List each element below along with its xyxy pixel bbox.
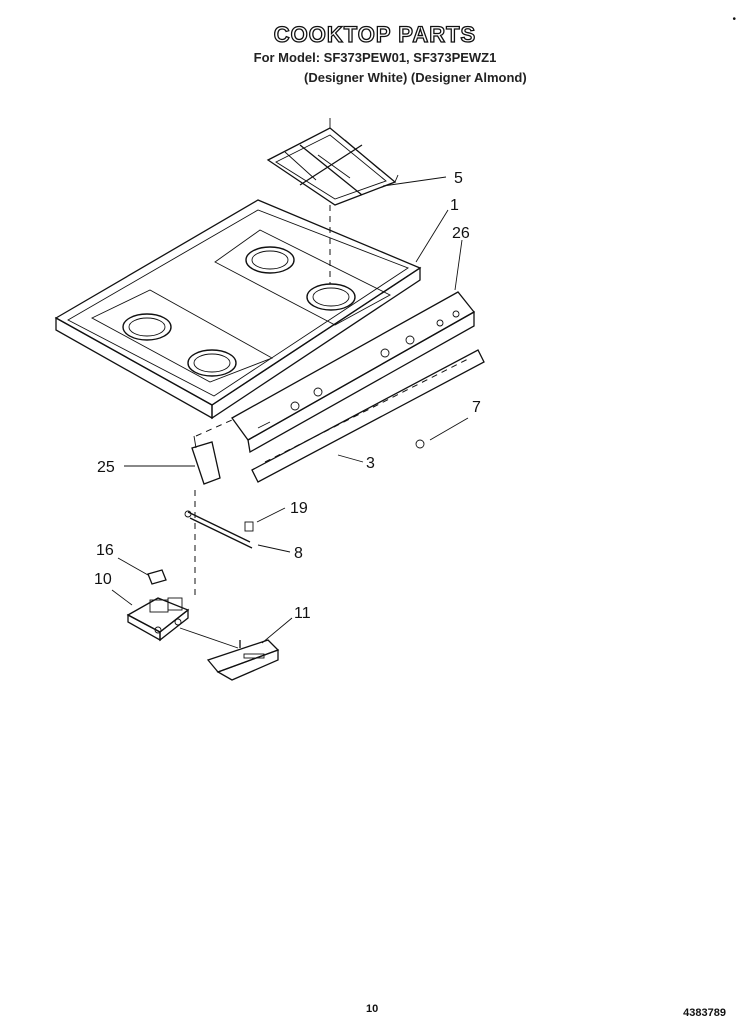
part-screw (415, 439, 425, 449)
variant-line: (Designer White) (Designer Almond) (304, 70, 527, 85)
part-knob (191, 435, 221, 485)
callout-25: 25 (97, 459, 115, 476)
page-title: COOKTOP PARTS (273, 21, 477, 47)
callout-16: 16 (96, 542, 114, 559)
callout-26: 26 (452, 225, 470, 242)
page-number: 10 (366, 1003, 379, 1015)
document-number: 4383789 (683, 1007, 726, 1019)
part-manifold-panel (231, 291, 475, 454)
callout-5: 5 (454, 170, 463, 187)
part-cooktop (54, 199, 422, 420)
model-line: For Model: SF373PEW01, SF373PEWZ1 (253, 50, 497, 65)
part-small-bracket (147, 569, 167, 585)
callout-11: 11 (294, 605, 311, 622)
part-valve (126, 597, 190, 642)
part-grate (266, 118, 399, 206)
callout-7: 7 (472, 399, 481, 416)
callout-1: 1 (450, 197, 459, 214)
callout-8: 8 (294, 545, 303, 562)
part-mounting-bracket (206, 639, 280, 681)
part-electrode (184, 510, 254, 549)
callout-19: 19 (290, 500, 308, 517)
callout-3: 3 (366, 455, 375, 472)
callout-10: 10 (94, 571, 112, 588)
part-channel (251, 349, 485, 483)
corner-mark: • (732, 14, 736, 25)
